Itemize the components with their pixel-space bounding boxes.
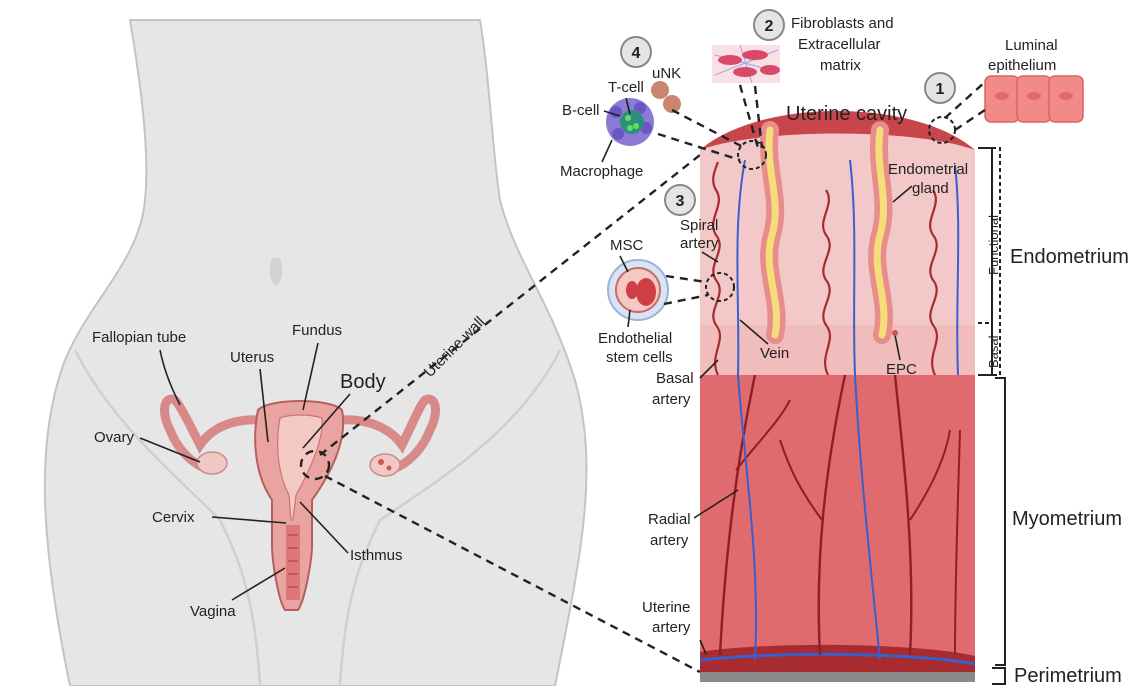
- label-vagina: Vagina: [190, 603, 236, 620]
- label-macrophage: Macrophage: [560, 163, 643, 180]
- svg-text:3: 3: [676, 193, 685, 210]
- label-endothelial-1: Endothelial: [598, 330, 672, 347]
- label-msc: MSC: [610, 237, 644, 254]
- badge-4: 4: [621, 37, 651, 67]
- label-fundus: Fundus: [292, 322, 342, 339]
- badge-2: 2: [754, 10, 784, 40]
- label-body: Body: [340, 371, 386, 393]
- label-perimetrium: Perimetrium: [1014, 665, 1122, 686]
- label-endometrium: Endometrium: [1010, 246, 1129, 268]
- fibroblasts-icon: [712, 45, 780, 83]
- label-basal-artery-2: artery: [652, 391, 691, 408]
- label-endometrial-2: gland: [912, 180, 949, 197]
- label-vein: Vein: [760, 345, 789, 362]
- label-radial-1: Radial: [648, 511, 691, 528]
- svg-text:4: 4: [632, 45, 641, 62]
- label-uterine-artery-2: artery: [652, 619, 691, 636]
- label-spiral-1: Spiral: [680, 217, 718, 234]
- svg-text:2: 2: [765, 18, 774, 35]
- label-tcell: T-cell: [608, 79, 644, 96]
- label-spiral-2: artery: [680, 235, 719, 252]
- label-fallopian-tube: Fallopian tube: [92, 329, 186, 346]
- label-uterus: Uterus: [230, 349, 274, 366]
- label-functional: Functional: [986, 215, 1001, 275]
- badge-3: 3: [665, 185, 695, 215]
- label-fibroblasts-3: matrix: [820, 57, 861, 74]
- label-ovary: Ovary: [94, 429, 135, 446]
- label-myometrium: Myometrium: [1012, 508, 1122, 530]
- label-basal-artery-1: Basal: [656, 370, 694, 387]
- label-unk: uNK: [652, 65, 681, 82]
- label-fibroblasts-2: Extracellular: [798, 36, 881, 53]
- body-silhouette: [16, 20, 660, 686]
- label-uterine-cavity: Uterine cavity: [786, 103, 907, 125]
- vessel-cross-section-icon: [608, 260, 668, 320]
- label-bcell: B-cell: [562, 102, 600, 119]
- label-endothelial-2: stem cells: [606, 349, 673, 366]
- label-fibroblasts-1: Fibroblasts and: [791, 15, 894, 32]
- label-luminal: Luminal: [1005, 37, 1058, 54]
- label-epc: EPC: [886, 361, 917, 378]
- label-basal: Basal: [986, 335, 1001, 368]
- label-isthmus: Isthmus: [350, 547, 403, 564]
- label-cervix: Cervix: [152, 509, 195, 526]
- label-epithelium: epithelium: [988, 57, 1056, 74]
- luminal-epithelium-cells-icon: [985, 76, 1083, 122]
- label-endometrial-1: Endometrial: [888, 161, 968, 178]
- badge-1: 1: [925, 73, 955, 103]
- label-uterine-artery-1: Uterine: [642, 599, 690, 616]
- svg-text:1: 1: [936, 81, 945, 98]
- label-radial-2: artery: [650, 532, 689, 549]
